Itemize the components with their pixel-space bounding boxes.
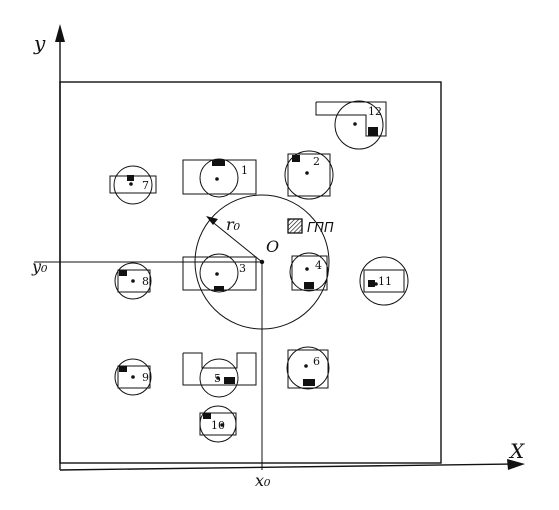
machine-11: 11 [359,256,409,306]
machine-7-label: 7 [142,179,149,192]
origin-label: O [266,237,279,256]
machine-9-label: 9 [142,371,149,384]
machine-2-label: 2 [313,155,320,168]
radius-line [209,219,263,263]
machine-6: 6 [286,346,330,390]
machine-1: 1 [182,158,257,198]
machine-8: 8 [114,262,152,300]
machine-6-label: 6 [313,355,320,368]
y-axis-arrowhead [55,24,65,42]
machine-2: 2 [284,150,334,200]
machine-12-label: 12 [368,105,382,118]
origin-point [259,259,265,265]
machine-3-label: 3 [239,262,246,275]
machine-3: 3 [182,253,257,293]
y0-label: y₀ [31,257,48,276]
machine-12: 12 [315,100,387,150]
machine-4: 4 [289,252,329,292]
x-axis-arrowhead [507,459,525,470]
machine-5-label: 5 [214,372,221,385]
machine-7: 7 [109,165,157,205]
machine-10-label: 10 [211,419,225,432]
machine-8-label: 8 [142,275,149,288]
machine-9: 9 [114,358,152,396]
machine-11-label: 11 [378,275,392,288]
site-boundary [59,81,442,464]
x-axis [59,463,516,471]
gpp-hatched-square [287,218,303,234]
central-circle [194,194,330,330]
radius-label: r₀ [226,215,241,234]
radius-arrowhead [206,216,218,225]
machine-1-label: 1 [241,164,248,177]
machine-10: 10 [199,405,237,443]
y-axis-label: y [33,31,46,55]
x-axis-label: X [508,439,525,463]
machine-5: 5 [182,352,257,398]
gpp-label: ГПП [307,221,334,236]
x0-label: x₀ [255,471,271,490]
machine-4-label: 4 [315,259,322,272]
